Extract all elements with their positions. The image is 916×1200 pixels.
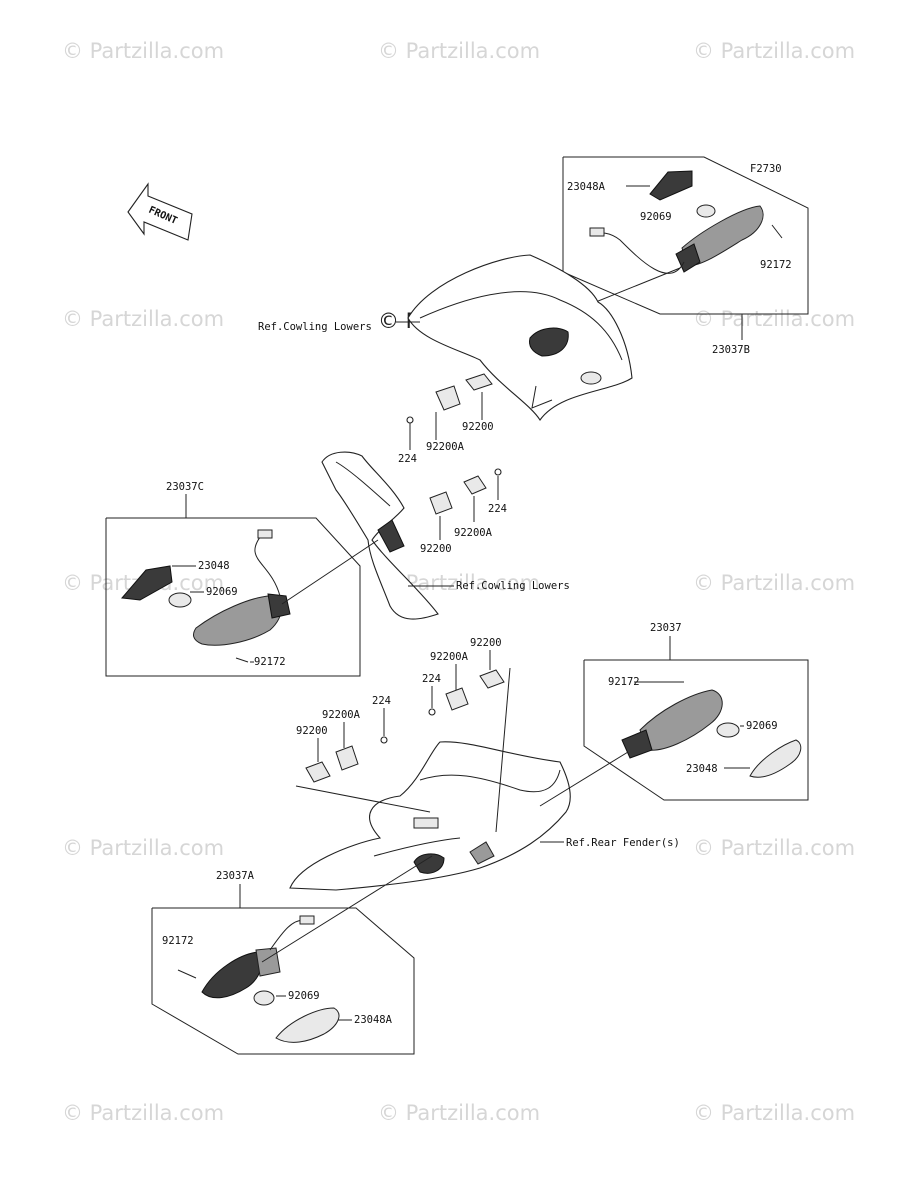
watermark-1: © Partzilla.com — [62, 39, 224, 63]
figure-code: F2730 — [750, 163, 782, 175]
label-224-b: 224 — [488, 503, 507, 515]
label-23037: 23037 — [650, 622, 682, 634]
label-23037B: 23037B — [712, 344, 750, 356]
label-92200A-c: 92200A — [430, 651, 469, 663]
bracket-set-upper: 92200 92200A 224 — [398, 373, 494, 465]
bulb-92069-top — [696, 204, 716, 218]
label-23048A-top: 23048A — [567, 181, 606, 193]
label-92200-b: 92200 — [420, 543, 452, 555]
label-92200-a: 92200 — [462, 421, 494, 433]
watermark-12: © Partzilla.com — [378, 1101, 540, 1125]
label-224-a: 224 — [398, 453, 417, 465]
label-92069-r: 92069 — [746, 720, 778, 732]
label-92172-r: 92172 — [608, 676, 640, 688]
label-224-d: 224 — [372, 695, 391, 707]
watermark-10: © Partzilla.com — [693, 836, 855, 860]
label-92200A-b: 92200A — [454, 527, 493, 539]
label-92069-l: 92069 — [288, 990, 320, 1002]
bracket-set-rear-left: 224 92200A 92200 — [295, 695, 431, 813]
label-92200-d: 92200 — [296, 725, 328, 737]
label-224-c: 224 — [422, 673, 441, 685]
group-23037C: 23037C 23048 92069 92172 — [105, 481, 379, 677]
watermark-13: © Partzilla.com — [693, 1101, 855, 1125]
label-92172-l: 92172 — [162, 935, 194, 947]
label-92069-c: 92069 — [206, 586, 238, 598]
connector-top — [589, 227, 605, 237]
group-23037A: 23037A 92172 92069 23048A — [151, 855, 433, 1055]
watermark-8: © Partzilla.com — [693, 571, 855, 595]
front-arrow: FRONT — [127, 182, 193, 241]
label-23037A: 23037A — [216, 870, 255, 882]
cowling-lower-front: Ref.Cowling Lowers — [258, 254, 633, 421]
lens-23048-r — [749, 739, 802, 778]
label-92069-top: 92069 — [640, 211, 672, 223]
turn-signal-housing-top — [681, 205, 764, 267]
watermark-11: © Partzilla.com — [62, 1101, 224, 1125]
bulb-92069-l — [253, 990, 275, 1006]
label-23048-c: 23048 — [198, 560, 230, 572]
label-92172-top: 92172 — [760, 259, 792, 271]
label-23048-r: 23048 — [686, 763, 718, 775]
lens-23048A-top — [649, 170, 693, 201]
turn-signal-housing-r — [639, 689, 723, 751]
watermark-2: © Partzilla.com — [378, 39, 540, 63]
bracket-set-rear-right: 92200 92200A 224 — [422, 637, 511, 833]
label-92200A-a: 92200A — [426, 441, 465, 453]
bracket-set-mid: 224 92200A 92200 Ref.Cowling Lowers — [408, 468, 570, 592]
label-92200-c: 92200 — [470, 637, 502, 649]
label-23037C: 23037C — [166, 481, 204, 493]
watermarks: © Partzilla.com © Partzilla.com © Partzi… — [62, 39, 855, 1125]
lens-23048A-l — [275, 1007, 340, 1043]
bulb-92069-c — [168, 592, 192, 608]
watermark-5: © Partzilla.com — [693, 307, 855, 331]
ref-rear-fender: Ref.Rear Fender(s) — [566, 837, 680, 849]
watermark-9: © Partzilla.com — [62, 836, 224, 860]
grommet-front — [529, 327, 569, 357]
turn-signal-housing-l — [201, 951, 263, 999]
turn-signal-housing-c — [193, 595, 282, 646]
watermark-4: © Partzilla.com — [62, 307, 224, 331]
cowling-lower-mid — [321, 451, 439, 620]
bulb-92069-r — [716, 722, 740, 738]
ref-cowling-lowers-mid: Ref.Cowling Lowers — [456, 580, 570, 592]
label-92200A-d: 92200A — [322, 709, 361, 721]
lens-23048-c — [121, 565, 173, 601]
label-92172-c: 92172 — [254, 656, 286, 668]
group-23037: 23037 92172 92069 23048 — [539, 622, 809, 807]
label-23048A-l: 23048A — [354, 1014, 393, 1026]
ref-cowling-lowers-top: Ref.Cowling Lowers — [258, 321, 372, 333]
watermark-3: © Partzilla.com — [693, 39, 855, 63]
